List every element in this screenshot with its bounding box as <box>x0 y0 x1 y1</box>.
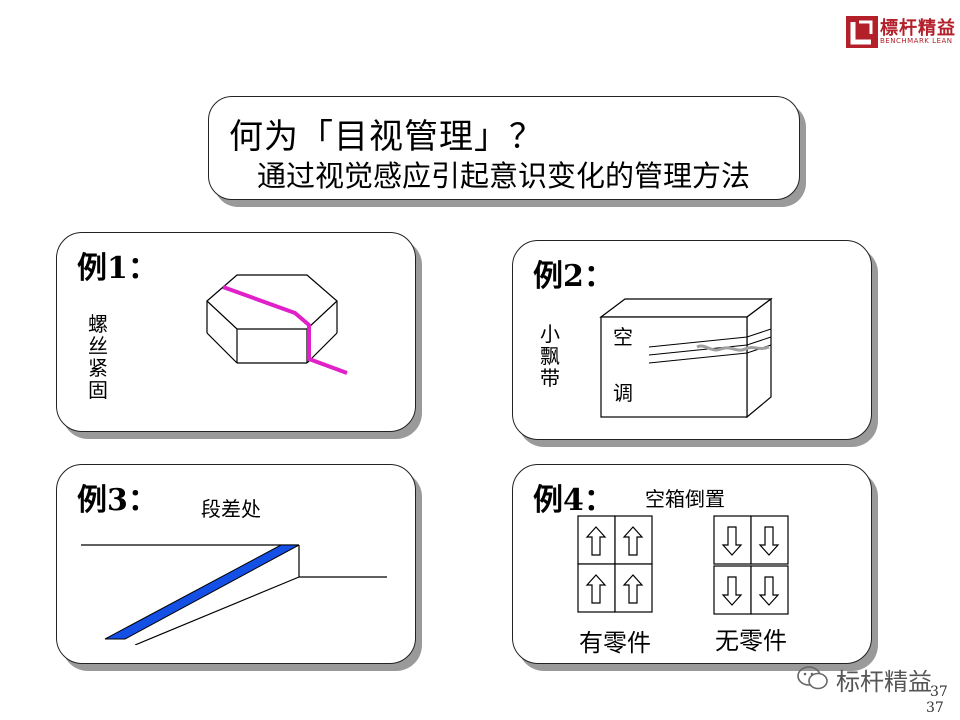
example-3-card: 例3： 段差处 <box>56 464 416 664</box>
page-number-footer: 37 <box>926 700 944 716</box>
page-subtitle: 通过视觉感应引起意识变化的管理方法 <box>257 159 751 193</box>
no-parts-caption: 无零件 <box>715 627 787 655</box>
wechat-icon <box>797 666 828 690</box>
example-4-label: 例4： <box>533 483 614 518</box>
brand-name-en: BENCHMARK LEAN <box>880 37 953 45</box>
page-number: 37 <box>930 684 948 700</box>
example-2-card: 例2： 小飘带 空 调 <box>512 240 872 440</box>
example-2-caption: 小飘带 <box>540 322 560 390</box>
example-1-card: 例1： 螺丝紧固 <box>56 232 416 432</box>
brand-logo-icon <box>846 16 878 48</box>
example-3-caption: 段差处 <box>201 497 261 521</box>
boxes-with-parts-icon <box>577 515 653 613</box>
page-title: 何为「目视管理」？ <box>229 117 544 157</box>
example-4-card: 例4： 空箱倒置 有零件 无零件 <box>512 464 872 664</box>
empty-boxes-inverted-icon <box>713 515 789 615</box>
ac-label-bottom: 调 <box>613 381 633 405</box>
example-1-caption: 螺丝紧固 <box>88 312 108 402</box>
title-card: 何为「目视管理」？ 通过视觉感应引起意识变化的管理方法 <box>208 96 800 200</box>
example-3-label: 例3： <box>77 483 158 518</box>
example-4-caption: 空箱倒置 <box>645 487 725 511</box>
example-1-label: 例1： <box>77 251 158 286</box>
brand-name: 標杆精益 <box>880 18 956 39</box>
air-conditioner-illustration <box>599 297 773 419</box>
with-parts-caption: 有零件 <box>579 629 651 657</box>
example-2-label: 例2： <box>533 259 614 294</box>
bolt-nut-illustration <box>206 274 348 375</box>
ac-label-top: 空 <box>613 325 633 349</box>
step-edge-illustration <box>81 544 387 645</box>
watermark-text: 标杆精益 <box>836 668 932 696</box>
